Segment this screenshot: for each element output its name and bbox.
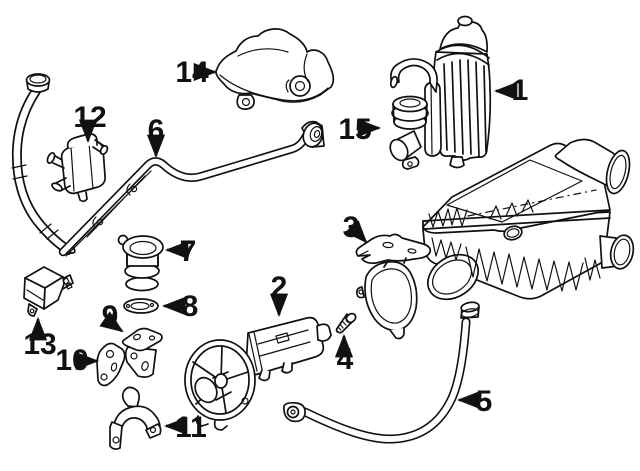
air-cleaner-assembly	[422, 138, 635, 301]
callout-3[interactable]: 3	[343, 211, 368, 244]
part-9-bracket	[121, 327, 163, 378]
part-number-label: 14	[175, 56, 209, 89]
part-number-label: 13	[23, 328, 56, 361]
part-4-screw	[335, 312, 357, 334]
callout-12[interactable]: 12	[73, 101, 107, 144]
part-14-cover	[215, 28, 335, 110]
part-number-label: 11	[175, 411, 207, 444]
part-number-label: 12	[73, 101, 106, 134]
callout-5[interactable]: 5	[456, 385, 493, 418]
callout-2[interactable]: 2	[269, 271, 289, 318]
part-5-hose	[283, 301, 480, 444]
part-6-air-pipe	[11, 73, 325, 257]
callout-1[interactable]: 1	[493, 74, 529, 107]
part-2-air-pump	[184, 316, 332, 431]
part-number-label: 10	[55, 344, 88, 377]
callouts: 1 2 3 4 5 6 7 8	[23, 56, 528, 444]
callout-13[interactable]: 13	[23, 316, 57, 361]
callout-7[interactable]: 7	[164, 235, 197, 268]
callout-14[interactable]: 14	[175, 56, 218, 89]
part-number-label: 7	[180, 235, 197, 268]
callout-6[interactable]: 6	[146, 114, 166, 159]
part-10-bracket-plate	[96, 342, 126, 387]
part-13-control-module	[23, 266, 74, 317]
part-7-check-valve	[117, 234, 164, 292]
part-number-label: 5	[476, 385, 493, 418]
part-number-label: 6	[148, 114, 165, 147]
part-12-valve	[46, 133, 109, 203]
part-number-label: 3	[343, 211, 360, 244]
part-number-label: 1	[512, 74, 529, 107]
callout-4[interactable]: 4	[334, 333, 354, 376]
callout-10[interactable]: 10	[55, 344, 100, 377]
part-1-silencer	[432, 15, 492, 169]
callout-9[interactable]: 9	[99, 300, 124, 333]
callout-8[interactable]: 8	[161, 290, 199, 323]
callout-11[interactable]: 11	[163, 411, 207, 444]
part-number-label: 4	[337, 343, 354, 376]
callout-15[interactable]: 15	[338, 113, 382, 146]
part-number-label: 9	[102, 300, 119, 333]
part-15-combination-valve	[389, 58, 442, 170]
part-number-label: 2	[271, 271, 288, 304]
part-11-clamp-bracket	[109, 386, 162, 450]
part-3-bracket	[355, 233, 432, 340]
part-8-gasket	[123, 298, 159, 314]
part-number-label: 15	[338, 113, 371, 146]
part-number-label: 8	[182, 290, 199, 323]
